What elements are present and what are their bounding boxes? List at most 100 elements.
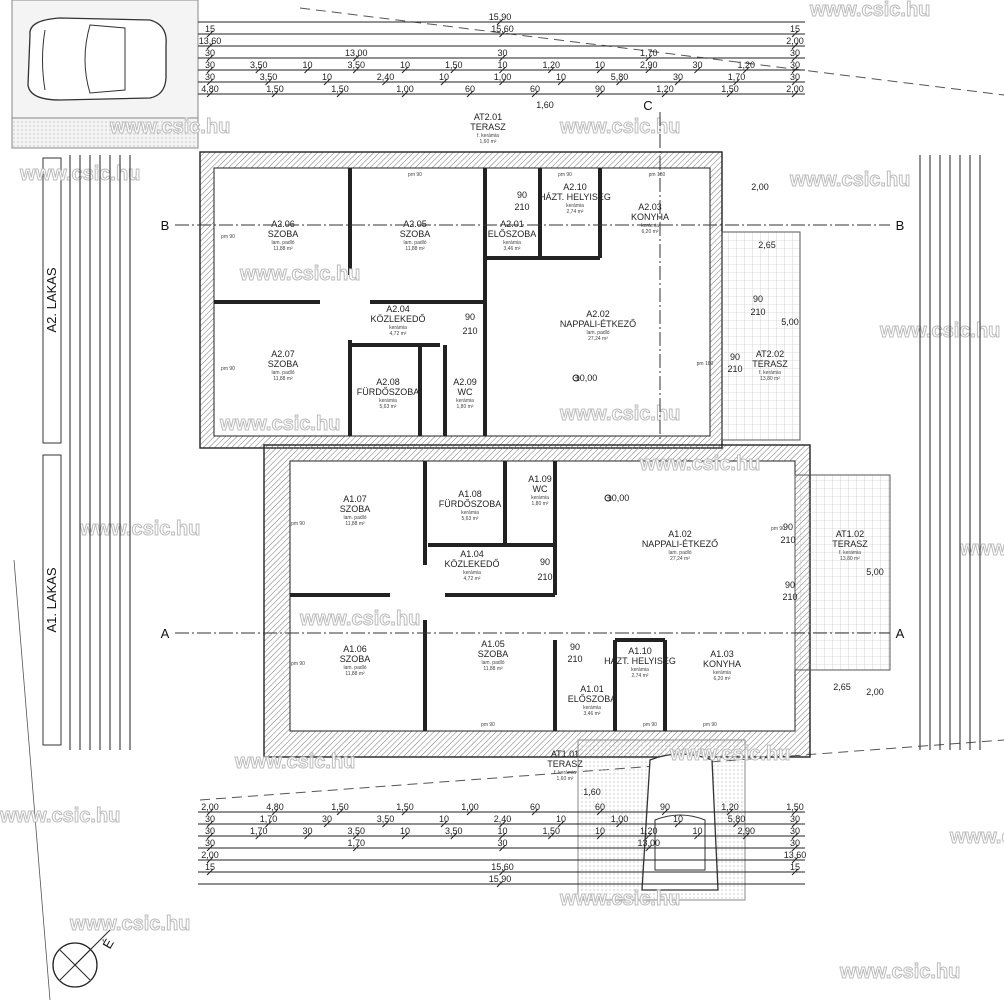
dimension-label: 30 <box>790 826 800 836</box>
room-area: 2,74 m² <box>567 209 584 215</box>
room-code: A2.07 <box>271 349 295 359</box>
dimension-label: 1,20 <box>542 60 560 70</box>
dimension-label: 5,00 <box>866 567 884 577</box>
dimension-label: 3,50 <box>260 72 278 82</box>
dimension-tick <box>499 832 506 840</box>
room-finish: lam. padló <box>668 550 691 556</box>
room-finish: lam. padló <box>271 240 294 246</box>
room-finish: kerámia <box>631 667 649 673</box>
dimension-label: 1,00 <box>396 84 414 94</box>
dimension-label: 15,60 <box>491 862 514 872</box>
dimension-label: 2,00 <box>201 802 219 812</box>
dimension-tick <box>791 844 799 852</box>
room-name: TERASZ <box>832 539 868 549</box>
dimension-label: 2,90 <box>640 60 658 70</box>
room-area: 13,80 m² <box>840 556 860 562</box>
dimension-label: 10 <box>439 814 449 824</box>
watermark-text: www.csic.hu <box>789 169 910 191</box>
room-finish: lam. padló <box>481 660 504 666</box>
room-code: A2.03 <box>638 202 662 212</box>
watermark-text: www.csic.hu <box>949 826 1004 848</box>
dimension-tick <box>791 808 799 816</box>
room-code: A1.01 <box>580 684 604 694</box>
dimension-tick <box>206 832 214 840</box>
room-finish: lam. padló <box>271 370 294 376</box>
dimension-tick <box>791 54 799 62</box>
dimension-label: 2,00 <box>786 36 804 46</box>
door-label: 210 <box>537 572 552 582</box>
watermark-text: www.csic.hu <box>79 518 200 540</box>
room-name: WC <box>458 387 473 397</box>
room-code: A1.08 <box>458 489 482 499</box>
dimension-label: 2,40 <box>377 72 395 82</box>
dimension-tick <box>547 832 555 840</box>
room-finish: kerámia <box>461 510 479 516</box>
dimension-tick <box>206 808 214 816</box>
room-name: TERASZ <box>752 359 788 369</box>
dimension-label: 30 <box>302 826 312 836</box>
room-code: A1.07 <box>343 494 367 504</box>
dimension-label: 13,60 <box>784 850 807 860</box>
window-label: pm 90 <box>771 526 785 532</box>
dimension-tick <box>557 820 565 828</box>
level-marker-icon <box>604 494 612 502</box>
room-code: A2.06 <box>271 219 295 229</box>
north-label: É <box>99 936 116 951</box>
dimension-label: 2,40 <box>494 814 512 824</box>
room-area: 27,24 m² <box>588 336 608 342</box>
dimension-tick <box>645 66 653 74</box>
dimension-tick <box>206 820 214 828</box>
dimension-label: 1,70 <box>250 826 268 836</box>
dimension-label: 2,00 <box>786 84 804 94</box>
dimension-tick <box>206 78 214 86</box>
dimension-tick <box>255 832 263 840</box>
dimension-tick <box>496 18 504 26</box>
dimension-label: 2,65 <box>758 240 776 250</box>
dimension-label: 1,20 <box>737 60 755 70</box>
door-label: 210 <box>750 307 765 317</box>
dimension-tick <box>616 820 623 828</box>
watermark-text: www.csic.hu <box>559 403 680 425</box>
dimension-label: 1,50 <box>396 802 414 812</box>
dimension-tick <box>499 30 506 38</box>
dimension-tick <box>206 868 214 876</box>
section-mark: A <box>161 626 170 641</box>
dimension-label: 30 <box>790 814 800 824</box>
room-area: 1,80 m² <box>532 501 549 507</box>
section-mark: A <box>896 626 905 641</box>
dimension-label: 1,50 <box>331 802 349 812</box>
watermark-text: www.csic.hu <box>109 116 230 138</box>
dimension-tick <box>382 78 389 86</box>
dimension-tick <box>674 820 682 828</box>
room-name: SZOBA <box>478 649 509 659</box>
dimension-tick <box>271 808 279 816</box>
dimension-label: 30 <box>790 48 800 58</box>
dimension-tick <box>791 30 799 38</box>
dimension-tick <box>742 832 750 840</box>
watermark-text: www.csic.hu <box>559 116 680 138</box>
room-finish: kerámia <box>379 398 397 404</box>
dimension-tick <box>466 90 474 98</box>
room-area: 11,88 m² <box>273 376 293 382</box>
room-code: A2.02 <box>586 309 610 319</box>
dimension-tick <box>336 90 344 98</box>
dimension-label: 30 <box>790 60 800 70</box>
room-name: KONYHA <box>631 212 669 222</box>
dimension-tick <box>352 844 360 852</box>
dimension-label: 1,50 <box>331 84 349 94</box>
door-label: 90 <box>785 580 795 590</box>
dimension-label: 2,00 <box>751 182 769 192</box>
room-name: NAPPALI-ÉTKEZŐ <box>560 319 636 329</box>
dimension-tick <box>791 90 799 98</box>
room-finish: kerámia <box>389 325 407 331</box>
section-mark: B <box>896 218 905 233</box>
dimension-tick <box>499 868 506 876</box>
dimension-label: 2,00 <box>866 687 884 697</box>
dimension-label: 3,50 <box>347 60 365 70</box>
room-name: HÁZT. HELYISÉG <box>539 192 611 202</box>
